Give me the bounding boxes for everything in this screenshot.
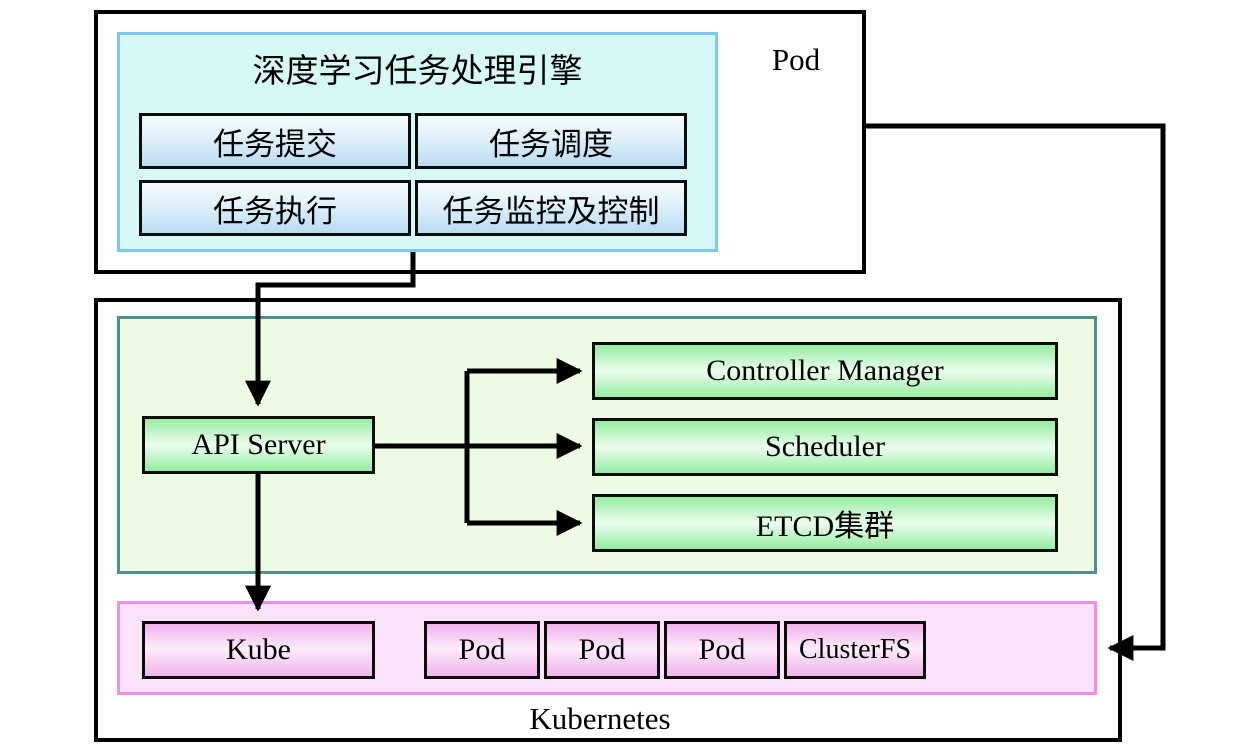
node-pod-box-2[interactable] <box>544 621 660 679</box>
engine-module-monitor[interactable] <box>415 180 687 236</box>
engine-module-monitor-label: 任务监控及控制 <box>442 193 660 229</box>
node-pod-box-3[interactable] <box>664 621 780 679</box>
pod-outer-container <box>94 10 866 274</box>
engine-module-submit-label: 任务提交 <box>213 126 337 162</box>
node-pod-label-1: Pod <box>458 633 506 666</box>
node-pod-label-3: Pod <box>698 633 746 666</box>
kube-box[interactable] <box>142 621 375 679</box>
etcd-cluster-label: ETCD集群 <box>755 510 895 543</box>
pod-container-label: Pod <box>771 42 821 77</box>
kube-label: Kube <box>226 633 291 666</box>
engine-module-submit[interactable] <box>139 113 411 169</box>
clusterfs-label: ClusterFS <box>798 634 912 665</box>
node-pod-box-1[interactable] <box>424 621 540 679</box>
engine-module-schedule-label: 任务调度 <box>489 126 613 162</box>
api-server-box[interactable] <box>142 416 375 474</box>
api-server-label: API Server <box>191 428 326 461</box>
engine-module-schedule[interactable] <box>415 113 687 169</box>
scheduler-label: Scheduler <box>765 430 885 463</box>
engine-module-execute-label: 任务执行 <box>213 193 337 229</box>
node-pod-label-2: Pod <box>578 633 626 666</box>
kubernetes-container-label: Kubernetes <box>529 701 671 736</box>
engine-module-execute[interactable] <box>139 180 411 236</box>
controller-manager-label: Controller Manager <box>706 354 944 387</box>
engine-title: 深度学习任务处理引擎 <box>252 54 583 90</box>
